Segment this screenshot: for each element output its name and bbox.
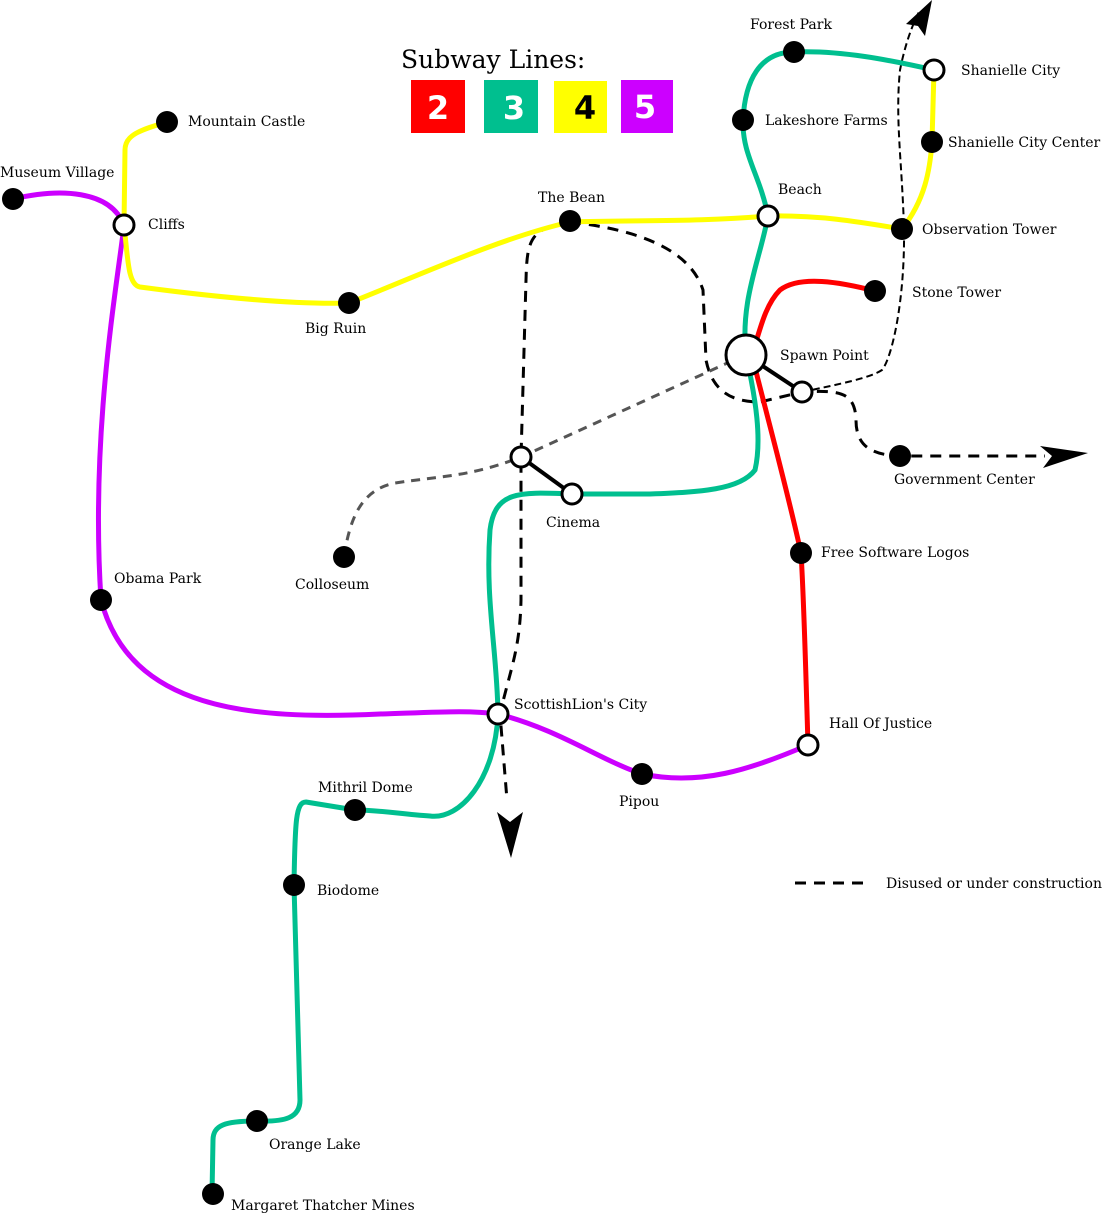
label-scottishlions-city: ScottishLion's City [514, 697, 647, 713]
legend-line-4-badge[interactable]: 4 [554, 81, 607, 133]
label-free-software-logos: Free Software Logos [821, 545, 969, 561]
station-shanielle-city[interactable] [922, 58, 946, 82]
line-4-route [121, 67, 937, 306]
dashed-legend-label: Disused or under construction [886, 876, 1102, 892]
label-lakeshore-farms: Lakeshore Farms [765, 113, 888, 129]
label-the-bean: The Bean [538, 190, 605, 206]
label-observation-tower: Observation Tower [922, 222, 1057, 238]
station-obama-park[interactable] [90, 589, 112, 611]
dashed-legend: Disused or under construction [795, 876, 1102, 892]
line-2-route [749, 278, 878, 748]
legend-title: Subway Lines: [401, 45, 585, 74]
station-scottishlions-city[interactable] [486, 702, 510, 726]
station-big-ruin[interactable] [338, 292, 360, 314]
label-mithril-dome: Mithril Dome [318, 780, 413, 796]
label-mountain-castle: Mountain Castle [188, 114, 305, 130]
station-lakeshore-farms[interactable] [732, 109, 754, 131]
station-pipou[interactable] [631, 763, 653, 785]
station-beach[interactable] [756, 204, 780, 228]
station-margaret-thatcher-mines[interactable] [202, 1183, 224, 1205]
svg-text:4: 4 [574, 89, 596, 127]
label-forest-park: Forest Park [750, 17, 832, 33]
station-forest-park[interactable] [783, 41, 805, 63]
label-margaret-thatcher-mines: Margaret Thatcher Mines [231, 1198, 415, 1214]
svg-text:5: 5 [634, 88, 656, 126]
disused-route-bean-south [498, 220, 571, 801]
arrow-east-icon [1040, 446, 1088, 468]
label-cinema: Cinema [546, 515, 600, 531]
arrow-south-icon [497, 812, 523, 858]
disused-routes [342, 0, 1088, 858]
stations [2, 41, 946, 1205]
label-spawn-point: Spawn Point [780, 348, 869, 364]
station-hall-of-justice[interactable] [796, 733, 820, 757]
station-mountain-castle[interactable] [156, 111, 178, 133]
label-cliffs: Cliffs [148, 217, 185, 233]
station-the-bean[interactable] [559, 210, 581, 232]
disused-route-colloseum [342, 353, 746, 557]
label-hall-of-justice: Hall Of Justice [829, 716, 932, 732]
station-colloseum[interactable] [333, 546, 355, 568]
label-stone-tower: Stone Tower [912, 285, 1001, 301]
arrow-north-icon [906, 0, 932, 36]
label-museum-village: Museum Village [0, 165, 114, 181]
label-orange-lake: Orange Lake [269, 1137, 361, 1153]
label-beach: Beach [778, 182, 822, 198]
disused-route-bean-east [569, 220, 1045, 458]
svg-text:2: 2 [427, 89, 449, 127]
station-biodome[interactable] [283, 874, 305, 896]
station-shanielle-city-center[interactable] [921, 131, 943, 153]
station-cinema[interactable] [560, 482, 584, 506]
station-spawn-point-annex[interactable] [790, 380, 814, 404]
station-museum-village[interactable] [2, 188, 24, 210]
station-free-software-logos[interactable] [790, 542, 812, 564]
disused-route-north [801, 9, 921, 393]
station-cliffs[interactable] [112, 213, 136, 237]
label-obama-park: Obama Park [114, 571, 202, 587]
station-orange-lake[interactable] [246, 1110, 268, 1132]
label-shanielle-city: Shanielle City [961, 63, 1060, 79]
label-biodome: Biodome [317, 883, 379, 899]
station-stone-tower[interactable] [864, 280, 886, 302]
label-big-ruin: Big Ruin [305, 321, 366, 337]
station-observation-tower[interactable] [891, 218, 913, 240]
station-spawn-point[interactable] [724, 333, 768, 377]
legend-line-3-badge[interactable]: 3 [484, 80, 538, 133]
station-government-center[interactable] [889, 445, 911, 467]
station-labels: Forest Park Shanielle City Lakeshore Far… [0, 17, 1101, 1214]
label-shanielle-city-center: Shanielle City Center [948, 135, 1101, 151]
legend-line-2-badge[interactable]: 2 [411, 80, 465, 133]
label-government-center: Government Center [894, 472, 1035, 488]
station-mithril-dome[interactable] [344, 799, 366, 821]
label-pipou: Pipou [619, 794, 659, 810]
legend-line-5-badge[interactable]: 5 [621, 80, 673, 133]
station-cinema-annex[interactable] [509, 445, 533, 469]
svg-text:3: 3 [503, 89, 525, 127]
label-colloseum: Colloseum [295, 577, 369, 593]
